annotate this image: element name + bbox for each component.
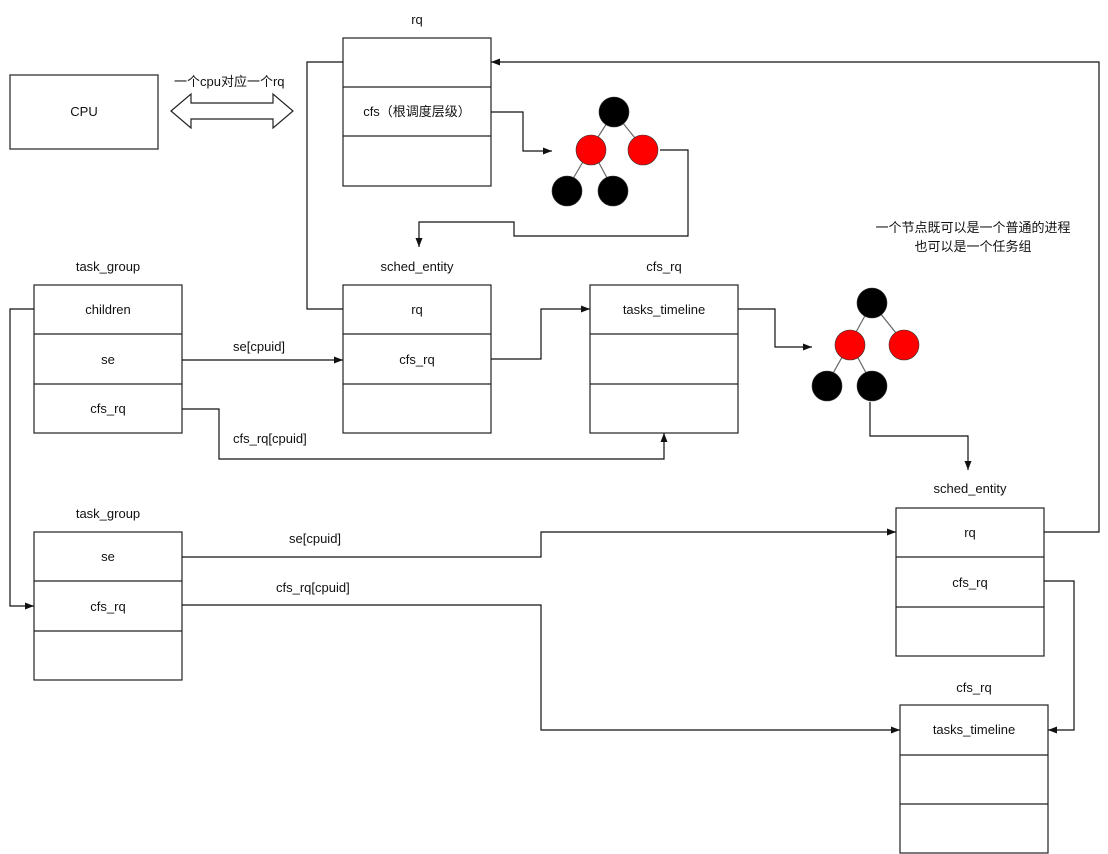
- cfs-rq-1-row-tasks-timeline: tasks_timeline: [623, 302, 705, 317]
- cfs-rq-1-box: tasks_timeline: [589, 284, 739, 434]
- rb-tree-top: [551, 96, 659, 207]
- edge-tree-to-sched-entity-2: [869, 402, 972, 470]
- edge-sched-entity-cfs-to-cfs-rq: [491, 305, 590, 360]
- edge-sched-entity-2-rq-to-rq: [491, 58, 1100, 533]
- task-group-1-row-children: children: [85, 302, 131, 317]
- task-group-2-title: task_group: [76, 506, 140, 521]
- edge-task-group-cfs-rq: [182, 408, 668, 460]
- edge-task-group-2-cfs-rq: [182, 604, 900, 734]
- rq-cfs-row: cfs（根调度层级）: [363, 104, 471, 119]
- sched-entity-2-row-cfs-rq: cfs_rq: [952, 575, 987, 590]
- edge-sched-entity-2-cfs-to-cfs-rq-2: [1044, 580, 1075, 734]
- rb-node-black-left: [811, 370, 843, 402]
- sched-entity-1-row-rq: rq: [411, 302, 423, 317]
- cpu-label: CPU: [70, 104, 97, 119]
- rb-node-root: [598, 96, 630, 128]
- edge-label-se-cpuid-2: se[cpuid]: [289, 531, 341, 546]
- edge-task-group-2-se: [182, 528, 896, 558]
- rb-node-root: [856, 287, 888, 319]
- node-note-line2: 也可以是一个任务组: [914, 239, 1031, 254]
- edge-children-to-task-group-2: [9, 308, 34, 610]
- edge-label-cfs-rq-cpuid-1: cfs_rq[cpuid]: [233, 431, 307, 446]
- cfs-rq-2-title: cfs_rq: [956, 680, 991, 695]
- cpu-box: CPU: [9, 74, 159, 150]
- cfs-rq-2-row-tasks-timeline: tasks_timeline: [933, 722, 1015, 737]
- edge-label-se-cpuid-1: se[cpuid]: [233, 339, 285, 354]
- edge-rq-cfs-to-tree: [491, 111, 552, 155]
- edge-sched-entity-rq-to-rq: [306, 61, 343, 310]
- cpu-rq-note: 一个cpu对应一个rq: [174, 74, 285, 89]
- sched-entity-2-title: sched_entity: [934, 481, 1007, 496]
- node-note-line1: 一个节点既可以是一个普通的进程: [875, 220, 1070, 235]
- task-group-2-row-cfs-rq: cfs_rq: [90, 599, 125, 614]
- rb-node-red-right: [627, 134, 659, 166]
- edge-tree-to-sched-entity: [415, 149, 689, 247]
- edge-label-cfs-rq-cpuid-2: cfs_rq[cpuid]: [276, 580, 350, 595]
- rb-tree-middle: [811, 287, 920, 402]
- rq-title: rq: [411, 12, 423, 27]
- rb-node-black-left: [551, 175, 583, 207]
- sched-entity-1-box: rq cfs_rq: [342, 284, 492, 434]
- cfs-rq-2-box: tasks_timeline: [899, 704, 1049, 854]
- task-group-1-box: children se cfs_rq: [33, 284, 183, 434]
- task-group-1-row-se: se: [101, 352, 115, 367]
- rb-node-red-left: [834, 329, 866, 361]
- rb-node-red-left: [575, 134, 607, 166]
- edge-timeline-to-tree: [738, 308, 812, 351]
- rq-box: cfs（根调度层级）: [342, 37, 492, 187]
- sched-entity-1-title: sched_entity: [381, 259, 454, 274]
- rb-node-black-right: [856, 370, 888, 402]
- cpu-rq-double-arrow: [170, 92, 294, 130]
- task-group-2-row-se: se: [101, 549, 115, 564]
- sched-entity-2-box: rq cfs_rq: [895, 507, 1045, 657]
- task-group-1-title: task_group: [76, 259, 140, 274]
- task-group-2-box: se cfs_rq: [33, 531, 183, 681]
- sched-entity-1-row-cfs-rq: cfs_rq: [399, 352, 434, 367]
- sched-entity-2-row-rq: rq: [964, 525, 976, 540]
- task-group-1-row-cfs-rq: cfs_rq: [90, 401, 125, 416]
- cfs-rq-1-title: cfs_rq: [646, 259, 681, 274]
- rb-node-red-right: [888, 329, 920, 361]
- rb-node-black-right: [597, 175, 629, 207]
